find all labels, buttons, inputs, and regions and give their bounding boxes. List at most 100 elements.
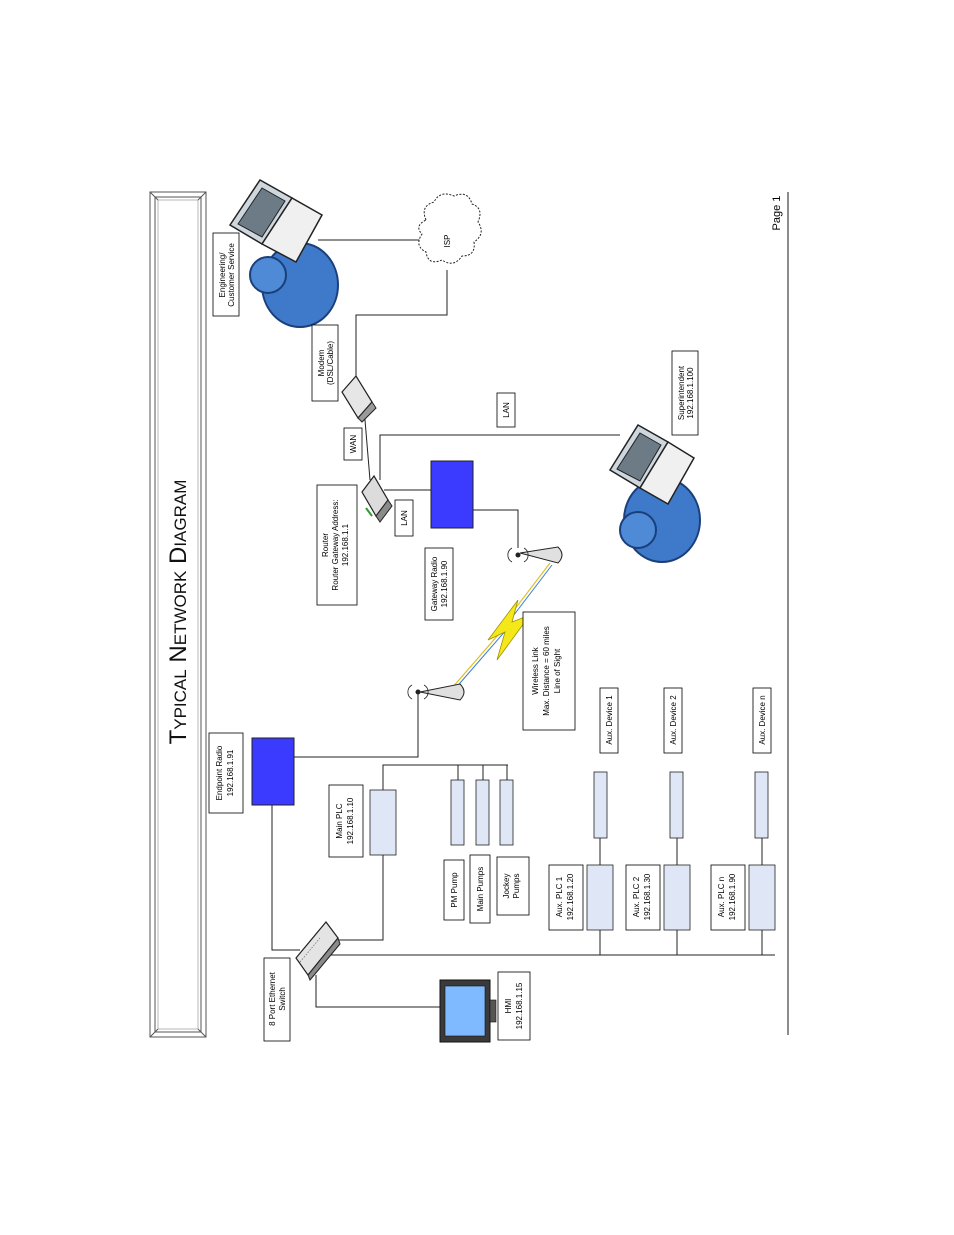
aux-plc-1-label-1: Aux. PLC 1 (555, 876, 564, 917)
aux-plc-n-label-2: 192.168.1.90 (728, 873, 737, 920)
svg-text:192.168.1.90: 192.168.1.90 (728, 873, 737, 920)
monitor-icon (439, 979, 497, 1043)
svg-text:Endpoint Radio: Endpoint Radio (215, 745, 224, 800)
gateway-radio-node: Gateway Radio 192.168.1.90 (424, 546, 563, 621)
svg-text:Gateway Radio: Gateway Radio (430, 556, 439, 611)
aux-device-1-box (593, 771, 608, 839)
svg-text:Router: Router (321, 533, 330, 557)
router-label-2: Router Gateway Address: (331, 499, 340, 590)
svg-text:Aux. PLC 1: Aux. PLC 1 (555, 876, 564, 917)
jockey-pumps-box (499, 779, 514, 846)
wireless-link-label-1: Wireless Link (531, 646, 540, 695)
main-plc-label-2: 192.168.1.10 (346, 797, 355, 844)
aux-plc-1-node: Aux. PLC 1 192.168.1.20 (548, 864, 614, 931)
svg-text:Customer Service: Customer Service (227, 243, 236, 307)
svg-text:Wireless Link: Wireless Link (531, 646, 540, 695)
svg-text:Main PLC: Main PLC (335, 803, 344, 838)
main-pumps-label: Main Pumps (476, 867, 485, 911)
svg-text:Jockey: Jockey (502, 874, 511, 899)
wireless-link-node: Wireless Link Max. Distance = 60 miles L… (451, 562, 576, 731)
aux-plc-2-label-1: Aux. PLC 2 (632, 876, 641, 917)
endpoint-radio-label-1: Endpoint Radio (215, 745, 224, 800)
svg-text:Engineering/: Engineering/ (218, 252, 227, 298)
engineering-label-1: Engineering/ (218, 252, 227, 298)
aux-plc-2-label-2: 192.168.1.30 (643, 873, 652, 920)
lan-label-router: LAN (400, 510, 409, 526)
router-label-3: 192.168.1.1 (341, 523, 350, 566)
isp-node: ISP (418, 193, 482, 264)
svg-text:192.168.1.15: 192.168.1.15 (515, 982, 524, 1029)
pm-pump-box (450, 779, 465, 846)
superintendent-label-2: 192.168.1.100 (686, 367, 695, 419)
modem-node: Modem (DSL/Cable) (311, 324, 377, 423)
aux-plc-n-box (748, 864, 776, 931)
aux-device-n-label: Aux. Device n (758, 695, 767, 744)
superintendent-node: Superintendent 192.168.1.100 (608, 350, 701, 563)
router-icon (361, 474, 393, 523)
router-node: Router Router Gateway Address: 192.168.1… (316, 474, 393, 606)
pump-blocks: PM Pump Main Pumps Jockey Pumps (443, 779, 530, 924)
svg-text:8 Port Ethernet: 8 Port Ethernet (268, 971, 277, 1026)
main-plc-box (369, 789, 397, 856)
svg-text:192.168.1.10: 192.168.1.10 (346, 797, 355, 844)
aux-device-2-label: Aux. Device 2 (669, 695, 678, 745)
svg-text:192.168.1.90: 192.168.1.90 (440, 560, 449, 607)
laptop-user-icon (228, 179, 339, 328)
modem-icon (341, 374, 377, 423)
svg-text:192.168.1.20: 192.168.1.20 (566, 873, 575, 920)
switch-label-2: Switch (278, 987, 287, 1011)
gateway-radio-box (430, 460, 474, 529)
lan-label-super: LAN (502, 402, 511, 418)
wan-tag: WAN (343, 427, 363, 461)
svg-text:Superintendent: Superintendent (677, 365, 686, 420)
svg-text:192.168.1.1: 192.168.1.1 (341, 523, 350, 566)
svg-text:Modem: Modem (317, 349, 326, 376)
endpoint-radio-box (251, 737, 295, 806)
modem-label-1: Modem (317, 349, 326, 376)
wireless-link-label-3: Line of Sight (553, 648, 562, 693)
aux-plc-1-box (586, 864, 614, 931)
router-label-1: Router (321, 533, 330, 557)
svg-text:(DSL/Cable): (DSL/Cable) (326, 341, 335, 385)
svg-text:HMI: HMI (504, 999, 513, 1014)
main-pumps-box (475, 779, 490, 846)
isp-label: ISP (443, 235, 452, 248)
switch-node: 8 Port Ethernet Switch (263, 921, 341, 1042)
svg-text:Aux. PLC n: Aux. PLC n (717, 877, 726, 917)
title-banner: Typical Network Diagram (149, 191, 207, 1038)
engineering-label-2: Customer Service (227, 243, 236, 307)
laptop-user-icon (608, 423, 701, 563)
aux-plc-2-box (663, 864, 691, 931)
antenna-icon (407, 683, 465, 701)
svg-text:Switch: Switch (278, 987, 287, 1011)
hmi-label-2: 192.168.1.15 (515, 982, 524, 1029)
wireless-link-label-2: Max. Distance = 60 miles (542, 626, 551, 716)
endpoint-radio-label-2: 192.168.1.91 (226, 749, 235, 796)
superintendent-label-1: Superintendent (677, 365, 686, 420)
switch-label-1: 8 Port Ethernet (268, 971, 277, 1026)
aux-device-n-box (754, 771, 769, 839)
jockey-pumps-label-2: Pumps (512, 874, 521, 899)
lan-tag-super: LAN (496, 392, 516, 428)
engineering-node: Engineering/ Customer Service (212, 179, 339, 328)
svg-text:192.168.1.100: 192.168.1.100 (686, 367, 695, 419)
switch-icon (295, 921, 341, 981)
lan-tag-router: LAN (394, 499, 414, 537)
aux-plc-n-label-1: Aux. PLC n (717, 877, 726, 917)
main-plc-node: Main PLC 192.168.1.10 (328, 784, 397, 858)
svg-text:Router Gateway Address:: Router Gateway Address: (331, 499, 340, 590)
aux-device-2-box (669, 771, 684, 839)
page-number: Page 1 (771, 196, 783, 231)
aux-plc-2-node: Aux. PLC 2 192.168.1.30 (625, 864, 691, 931)
wires (271, 239, 775, 1008)
svg-text:Aux. PLC 2: Aux. PLC 2 (632, 876, 641, 917)
aux-plc-1-label-2: 192.168.1.20 (566, 873, 575, 920)
antenna-icon (507, 546, 563, 564)
main-plc-label-1: Main PLC (335, 803, 344, 838)
modem-label-2: (DSL/Cable) (326, 341, 335, 385)
pm-pump-label: PM Pump (450, 872, 459, 908)
svg-text:192.168.1.91: 192.168.1.91 (226, 749, 235, 796)
gateway-radio-label-2: 192.168.1.90 (440, 560, 449, 607)
wan-label: WAN (349, 435, 358, 454)
